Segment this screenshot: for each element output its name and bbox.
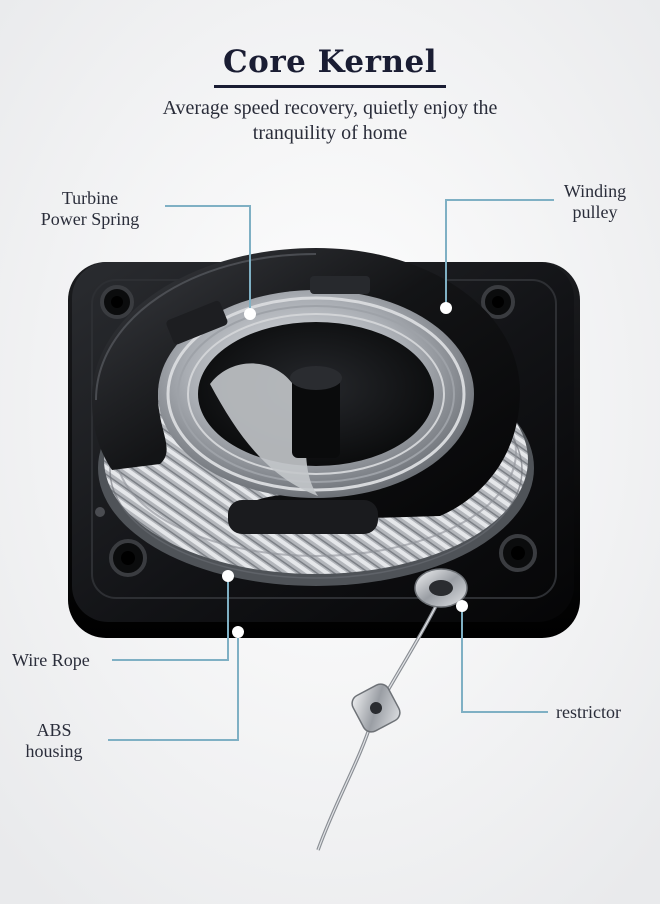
callout-text: ABS: [36, 720, 72, 740]
callout-text: restrictor: [556, 702, 621, 722]
leader-turbine: [165, 205, 251, 312]
title-underline: [214, 85, 446, 88]
subtitle-line-2: tranquility of home: [252, 122, 408, 144]
callout-restrictor: restrictor: [556, 702, 656, 723]
leader-winding: [445, 199, 554, 306]
callout-text: Turbine: [61, 188, 119, 208]
restrictor-eyelet: [414, 568, 468, 608]
callout-wire-rope: Wire Rope: [12, 650, 112, 671]
screw-holes: [95, 285, 537, 577]
leader-lines: [108, 199, 554, 741]
callout-text: Power Spring: [40, 209, 140, 229]
leader-restrictor: [461, 606, 548, 713]
callout-text: housing: [25, 741, 83, 761]
callout-text: Wire Rope: [12, 650, 90, 670]
leader-abs: [108, 632, 239, 741]
spring-clip: [166, 276, 370, 345]
page-subtitle: Average speed recovery, quietly enjoy th…: [60, 96, 600, 146]
callout-text: Winding: [563, 181, 627, 201]
restrictor-stopper: [351, 683, 401, 733]
callout-winding-pulley: Winding pulley: [540, 181, 650, 223]
turbine-power-spring: [158, 290, 474, 498]
leader-dots: [222, 302, 468, 638]
callout-text: pulley: [572, 202, 618, 222]
leader-wire-rope: [112, 578, 229, 661]
subtitle-line-1: Average speed recovery, quietly enjoy th…: [162, 97, 498, 119]
callout-abs-housing: ABS housing: [4, 720, 104, 762]
callout-turbine-power-spring: Turbine Power Spring: [14, 188, 166, 230]
page-title: Core Kernel: [222, 44, 438, 80]
